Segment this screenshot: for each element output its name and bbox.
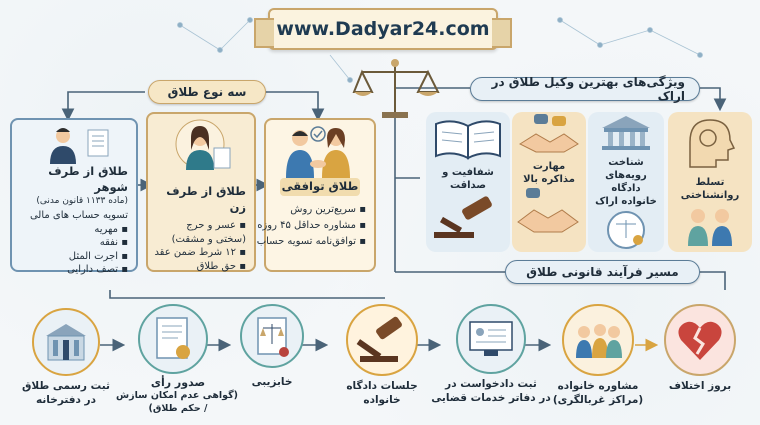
agreed-illustration [274,124,366,178]
feature-transparency-label: شفافیت و صداقت [442,167,494,191]
agreed-item: ▪ مشاوره حداقل ۴۵ روزه [257,219,366,231]
step-family-counseling [562,304,634,376]
wife-card-title: طلاق از طرف زن [166,184,246,214]
process-title-pill: مسیر فرآیند قانونی طلاق [505,260,700,284]
certificate-icon [156,317,190,359]
line-types-left [67,91,145,118]
features-title-pill: ویژگی‌های بهترین وکیل طلاق در اراک [470,75,700,103]
types-title-pill: سه نوع طلاق [148,80,266,104]
handshake-deal-icon [517,188,579,233]
husband-item: تسویه حساب های مالی [29,210,128,222]
wife-illustration [156,118,246,184]
wife-item: ▪ عسر و حرج [186,220,246,232]
agreed-item: ▪ سریع‌ترین روش [290,203,366,215]
feature-negotiation-label: مهارت مذاکره بالا [523,161,575,185]
agreed-item: ▪ توافق‌نامه تسویه حساب [256,235,366,247]
step-label: بروز اختلاف [668,380,732,392]
website-banner: www.Dadyar24.com [254,8,512,50]
scales-of-justice-icon [352,59,440,118]
step-court-sessions [346,304,418,376]
husband-card-title: طلاق از طرف شوهر [48,164,128,194]
woman-with-document-icon [175,119,231,170]
counseling-people-icon [576,324,622,358]
courthouse-icon [602,116,650,150]
wife-item: ▪ حق طلاق [196,260,246,272]
handshake-couple-icon [286,126,350,178]
feature-transparency: شفافیت و صداقت [426,112,510,252]
husband-item: ▪ اجرت المثل [68,250,128,262]
notary-office-icon [46,324,86,361]
wife-item: ▪ ۱۲ شرط ضمن عقد [154,247,246,259]
feature-psychology: تسلط روانشناختی [668,112,752,252]
justice-seal-icon [607,211,645,249]
card-agreed-divorce: طلاق توافقی ▪ سریع‌ترین روش ▪ مشاوره حدا… [256,118,376,272]
feature-psychology-label: تسلط روانشناختی [680,177,740,201]
feature-court-knowledge: شناخت رویه‌های دادگاه خانواده اراک [588,112,664,252]
husband-illustration [20,124,128,164]
step-label: صدور رأی(گواهی عدم امکان سازش/ حکم طلاق) [116,376,238,414]
husband-item: ▪ تصف دارایی [67,264,128,276]
website-url: www.Dadyar24.com [276,18,490,40]
line-types-right [265,91,319,108]
card-husband-divorce: طلاق از طرف شوهر (ماده ۱۱۳۳ قانون مدنی) … [10,118,138,275]
step-label: مشاوره خانواده(مراکز غربالگری) [552,380,644,406]
card-wife-divorce: طلاق از طرف زن ▪ عسر و حرج (سختی و مشقت)… [146,112,256,272]
man-with-document-icon [50,128,109,164]
step-label: خابزیبی [251,376,293,388]
wife-item: (سختی و مشقت) [171,233,246,245]
features-title: ویژگی‌های بهترین وکیل طلاق در اراک [491,75,685,103]
gavel-icon [356,316,402,362]
step-official-registration [32,308,100,376]
husband-item: ▪ نفقه [99,237,128,249]
handshake-icon [518,114,579,153]
gavel-icon [434,196,492,238]
computer-form-icon [469,321,513,356]
brain-head-icon [689,119,736,168]
husband-card-subtitle: (ماده ۱۱۳۳ قانون مدنی) [36,196,128,207]
document-scales-icon [257,317,289,357]
feature-court-label: شناخت رویه‌های دادگاه خانواده اراک [595,157,657,207]
agreed-card-title: طلاق توافقی [280,178,360,196]
step-dispute [664,304,736,376]
types-title: سه نوع طلاق [167,85,247,99]
people-icon [688,209,732,246]
step-petition [456,304,526,374]
step-expert [240,304,304,368]
broken-heart-icon [678,321,722,360]
step-verdict [138,304,208,374]
feature-negotiation: مهارت مذاکره بالا [512,112,586,252]
process-title: مسیر فرآیند قانونی طلاق [526,265,679,279]
open-book-icon [435,120,501,160]
husband-item: ▪ مهریه [94,223,128,235]
